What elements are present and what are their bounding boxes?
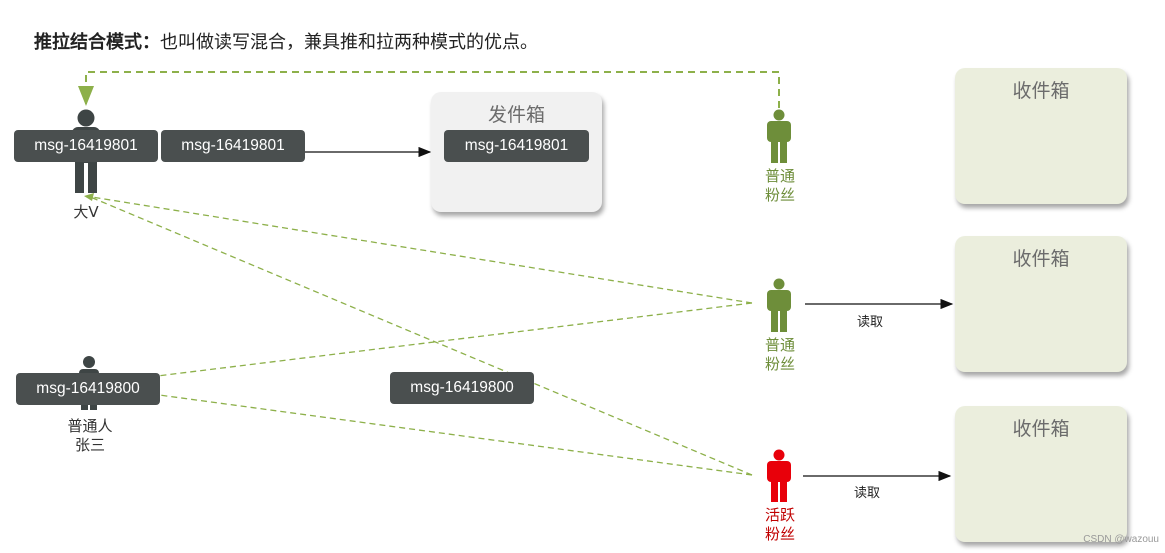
ordinary-user-label-line2: 张三 <box>74 436 105 454</box>
fan-2-read-label: 读取 <box>857 315 884 330</box>
big-v-label: 大V <box>73 203 99 221</box>
pull-line-fan2-bigv <box>91 196 753 304</box>
pull-line-fan3-bigv <box>87 195 753 476</box>
inbox-3-title: 收件箱 <box>1012 418 1070 440</box>
fan-3-read-label: 读取 <box>854 486 881 501</box>
outbox-title: 发件箱 <box>487 104 545 126</box>
fan-2-label-line2: 粉丝 <box>764 355 795 373</box>
outbox: 发件箱 msg-16419801 <box>431 92 602 212</box>
ordinary-user-label: 普通人 张三 <box>55 417 125 455</box>
pull-arrowhead-bigv <box>84 193 94 201</box>
fan-3-label: 活跃 粉丝 <box>759 506 801 544</box>
fan-2-label-line1: 普通 <box>764 336 795 354</box>
big-v-sent-msg: msg-16419801 <box>161 130 305 162</box>
pull-line-fan2-user <box>99 302 753 384</box>
fan-3-person-icon <box>767 449 791 502</box>
title-rest: 也叫做读写混合，兼具推和拉两种模式的优点。 <box>160 32 538 53</box>
inbox-3: 收件箱 <box>955 406 1127 542</box>
ordinary-user-label-line1: 普通人 <box>67 417 113 435</box>
ordinary-user-msg: msg-16419800 <box>16 373 160 405</box>
inbox-2: 收件箱 <box>955 236 1127 372</box>
fan-3-label-line1: 活跃 <box>764 506 795 524</box>
fan-1-label-line1: 普通 <box>764 167 795 185</box>
fan-1-label-line2: 粉丝 <box>764 186 795 204</box>
page-title: 推拉结合模式：也叫做读写混合，兼具推和拉两种模式的优点。 <box>34 28 538 54</box>
fan-1-person-icon <box>767 109 791 163</box>
fan-2-label: 普通 粉丝 <box>759 336 801 374</box>
fan-2-person-icon <box>767 278 791 332</box>
fan-1-label: 普通 粉丝 <box>759 167 801 205</box>
inbox-1: 收件箱 <box>955 68 1127 204</box>
watermark: CSDN @wazouu <box>1083 534 1159 545</box>
outbox-msg: msg-16419801 <box>444 130 589 162</box>
big-v-msg: msg-16419801 <box>14 130 158 162</box>
inbox-2-title: 收件箱 <box>1012 248 1070 270</box>
inbox-1-title: 收件箱 <box>1012 80 1070 102</box>
title-bold: 推拉结合模式： <box>34 32 160 53</box>
pull-path-top <box>78 71 780 108</box>
fan-3-label-line2: 粉丝 <box>764 525 795 543</box>
floating-msg: msg-16419800 <box>390 372 534 404</box>
